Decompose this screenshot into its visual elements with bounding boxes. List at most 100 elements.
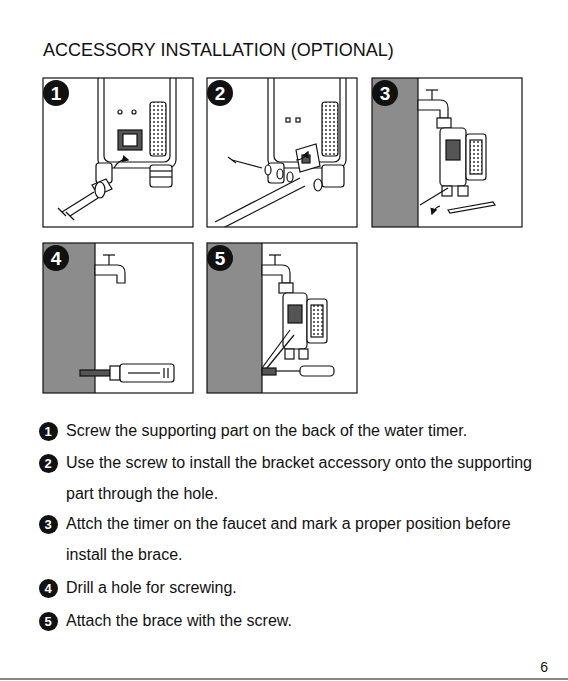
page-number: 6 [520,652,548,681]
callout-number: 1 [43,80,69,106]
panel-5-art [269,254,281,255]
step-number: 5 [39,612,58,631]
callout-number: 2 [207,80,233,106]
panel-4-art [95,265,125,283]
step-number: 1 [39,422,58,441]
panel-4-art [108,255,109,265]
step-text: Attch the timer on the faucet and mark a… [66,508,552,570]
panel-5-art [288,305,302,323]
panel-1-art [62,192,94,212]
panel-2-art [215,78,346,227]
panel-5-art [276,370,300,371]
panel-2-art [296,118,300,122]
callout-number: 3 [372,80,398,106]
panel-5-art [262,335,294,374]
panel-3-art [431,90,432,100]
panel-5-art [283,293,307,349]
panel-frame [43,243,193,393]
panel-5-art [207,243,334,393]
panel-2-art [277,169,283,179]
panel-frame [372,78,522,227]
panel-2-art [287,172,293,182]
panel-4-art [43,243,174,393]
step-text: Use the screw to install the bracket acc… [66,447,552,509]
step-text: Attach the brace with the screw. [66,605,552,636]
panel-frame [207,78,357,227]
panel-5-art [299,349,308,359]
panel-5-art [300,366,334,376]
panel-2-art [322,165,344,187]
panel-1-art [132,110,136,114]
panel-1-art [150,170,172,171]
panel-5-art [311,305,323,337]
panel-2-art [223,186,305,227]
footer-rule [0,679,568,680]
number-text: 3 [44,518,51,531]
panel-1-art [123,134,137,146]
callout-number: 4 [43,245,69,271]
number-text: 2 [44,457,51,470]
number-text: 4 [44,582,51,595]
panel-2-art [232,160,262,168]
panel-1-art [150,165,172,187]
panel-1-art [118,110,122,114]
step-number: 4 [39,579,58,598]
panel-2-art [265,165,271,175]
panel-4-art [80,370,110,376]
step-number: 2 [39,454,58,473]
panel-4-art [110,366,120,380]
panel-5-art [307,299,327,343]
panel-1-art [95,182,105,198]
number-text: 5 [44,615,51,628]
panel-frame [43,78,522,393]
panel-1-art [118,130,142,150]
panel-1-art [58,208,66,216]
panel-1-art [150,176,172,177]
panel-3-art [372,78,495,227]
panel-1-art [114,160,128,168]
panel-1-art [70,198,98,216]
number-text: 4 [51,249,62,268]
panel-4-art [163,368,164,378]
panel-1-art [104,78,170,162]
panel-3-art [418,100,448,118]
step-number: 3 [39,515,58,534]
panel-4-art [128,372,160,373]
panel-4-art [120,364,174,382]
panel-3-art [432,206,440,214]
panel-2-art [322,102,338,156]
panel-1-art [66,212,74,220]
number-text: 1 [51,84,62,103]
panel-3-art [466,134,486,180]
panel-5-art [207,243,262,393]
panel-2-art [302,155,310,163]
panel-3-art [426,89,438,90]
panel-5-art [285,349,294,359]
step-text: Drill a hole for screwing. [66,572,552,603]
step-text: Screw the supporting part on the back of… [66,415,552,446]
panel-1-art [98,78,176,168]
panel-2-art [286,118,290,122]
panel-frame [43,78,193,227]
panel-5-art [262,265,290,283]
panel-2-art [228,157,236,163]
panel-3-art [448,202,495,213]
panel-5-art [274,255,275,265]
panel-5-art [262,330,290,368]
panel-3-art [470,140,482,174]
panel-1-art [58,78,176,220]
panel-2-art [215,178,300,222]
panel-4-art [103,254,115,255]
panel-2-art [268,78,346,168]
panel-3-art [437,118,451,128]
panel-3-art [458,186,468,196]
panel-2-art [314,179,322,191]
panel-3-art [420,188,448,205]
panel-frame [207,243,357,393]
panel-5-art [262,368,276,375]
panel-3-art [446,140,460,160]
panel-2-art [296,152,308,160]
number-text: 2 [215,84,226,103]
